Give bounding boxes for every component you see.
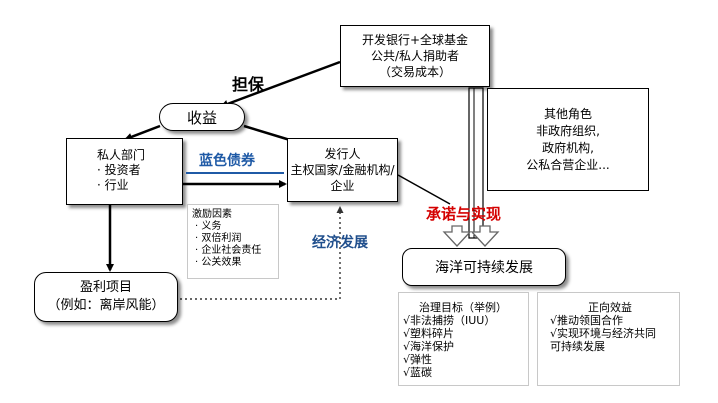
ocean-label: 海洋可持续发展 <box>435 260 533 276</box>
governance-box: 治理目标（举例） √非法捕捞（IUU） √塑料碎片 √海洋保护 √弹性 √蓝碳 <box>398 292 529 386</box>
issuer-box: 发行人 主权国家/金融机构/ 企业 <box>287 138 398 202</box>
connector-devbank-to-hub <box>468 87 484 239</box>
blue-bond-label: 蓝色债券 <box>199 153 255 169</box>
hollow-arrow-left <box>442 225 472 247</box>
dev-bank-box: 开发银行+全球基金 公共/私人捐助者 （交易成本） <box>340 25 490 87</box>
incentives-item-4: · 公关效果 <box>195 257 242 268</box>
positive-effects-item-2: √实现环境与经济共同 <box>550 327 657 340</box>
governance-title: 治理目标（举例） <box>419 301 507 314</box>
other-roles-line-4: 公私合营企业... <box>526 157 610 172</box>
ocean-box: 海洋可持续发展 <box>402 248 566 286</box>
dev-bank-line-1: 开发银行+全球基金 <box>361 33 469 47</box>
governance-item-2: √塑料碎片 <box>403 327 455 340</box>
guarantee-label: 担保 <box>232 75 265 94</box>
blue-bond-underline <box>186 172 284 174</box>
incentives-item-3: · 企业社会责任 <box>195 245 262 256</box>
revenue-box: 收益 <box>159 103 245 131</box>
profit-project-box: 盈利项目 （例如：离岸风能） <box>34 272 178 322</box>
other-roles-line-2: 非政府组织, <box>536 123 600 138</box>
incentives-item-1: · 义务 <box>195 221 222 232</box>
dev-bank-line-3: （交易成本） <box>378 65 451 79</box>
positive-effects-item-1: √推动领国合作 <box>550 314 624 327</box>
arrow-devbank-to-revenue <box>220 60 341 108</box>
other-roles-line-3: 政府机构, <box>542 140 594 155</box>
governance-item-3: √海洋保护 <box>403 340 455 353</box>
other-roles-box: 其他角色 非政府组织, 政府机构, 公私合营企业... <box>487 88 649 191</box>
line-issuer-to-hub <box>397 174 451 205</box>
positive-effects-box: 正向效益 √推动领国合作 √实现环境与经济共同 可持续发展 <box>537 292 680 386</box>
dotted-profit-to-issuer <box>180 206 344 300</box>
issuer-line-3: 企业 <box>330 179 355 193</box>
positive-effects-title: 正向效益 <box>588 301 632 314</box>
governance-item-4: √弹性 <box>403 353 433 366</box>
commitment-label: 承诺与实现 <box>426 205 502 223</box>
private-sector-item-2: · 行业 <box>97 178 129 192</box>
governance-item-5: √蓝碳 <box>403 366 433 379</box>
arrow-revenue-to-private <box>124 124 161 141</box>
incentives-item-2: · 双倍利润 <box>195 233 242 244</box>
hollow-arrow-right <box>470 225 500 247</box>
governance-item-1: √非法捕捞（IUU） <box>403 314 496 327</box>
line-issuer-to-revenue <box>243 124 291 142</box>
incentives-title: 激励因素 <box>192 209 232 220</box>
positive-effects-item-3: 可持续发展 <box>550 340 605 353</box>
economic-development-label: 经济发展 <box>312 235 368 251</box>
issuer-line-2: 主权国家/金融机构/ <box>290 163 395 177</box>
private-sector-item-1: · 投资者 <box>97 163 141 177</box>
dev-bank-line-2: 公共/私人捐助者 <box>370 49 460 63</box>
other-roles-line-1: 其他角色 <box>543 106 592 121</box>
profit-project-line-1: 盈利项目 <box>79 280 132 295</box>
profit-project-line-2: （例如：离岸风能） <box>47 298 165 313</box>
revenue-label: 收益 <box>186 108 217 127</box>
incentives-box: 激励因素 · 义务 · 双倍利润 · 企业社会责任 · 公关效果 <box>187 204 279 279</box>
issuer-line-1: 发行人 <box>324 147 361 161</box>
private-sector-title: 私人部门 <box>97 148 146 162</box>
private-sector-box: 私人部门 · 投资者 · 行业 <box>66 138 183 205</box>
